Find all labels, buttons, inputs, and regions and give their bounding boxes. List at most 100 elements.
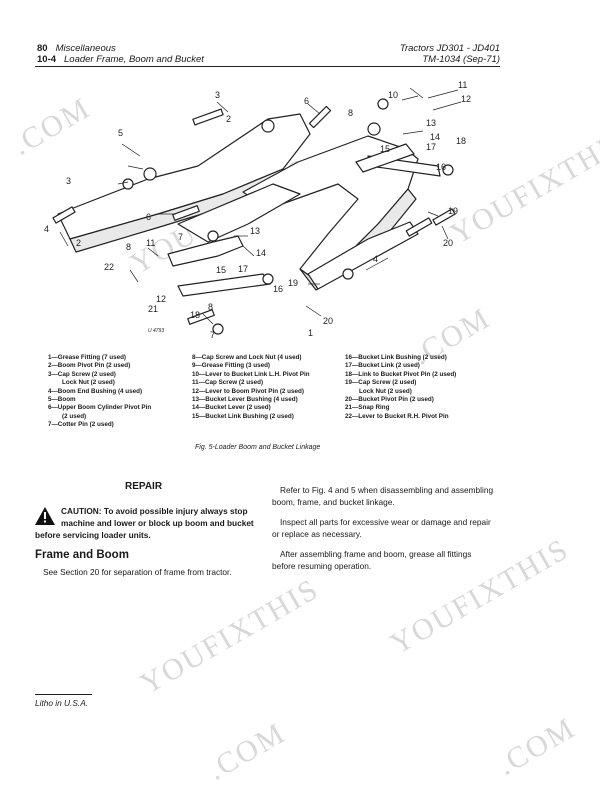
legend-item: 22—Lever to Bucket R.H. Pivot Pin [345,412,449,420]
legend-column-2: 8—Cap Screw and Lock Nut (4 used) 9—Grea… [192,354,310,421]
legend-item: 2—Boom Pivot Pin (2 used) [48,362,131,370]
lower-arm [307,221,419,290]
callout: 18 [190,310,200,320]
legend-item: 8—Cap Screw and Lock Nut (4 used) [192,354,302,361]
frame-boom-text: See Section 20 for separation of frame f… [43,567,232,577]
callout: 20 [443,238,453,248]
legend-item: 18—Link to Bucket Pivot Pin (2 used) [345,370,457,378]
repair-paragraph-1: Refer to Fig. 4 and 5 when disassembling… [272,485,494,507]
page-footer: Litho in U.S.A. [35,698,89,708]
section-number: 10-4 [37,54,57,65]
callout: 22 [104,262,114,272]
callout: 17 [426,142,436,152]
callout: 11 [146,238,155,248]
bushing [261,119,275,133]
plate-id: U 4793 [148,328,164,334]
callout: 4 [44,224,49,234]
callout: 1 [308,328,313,338]
legend-item: 17—Bucket Link (2 used) [345,362,420,370]
callout: 19 [288,278,298,288]
legend-item: 12—Lever to Boom Pivot Pin (2 used) [192,387,304,395]
callout: 8 [208,302,213,312]
bucket-link-left [177,273,271,297]
legend-item: 13—Bucket Lever Bushing (4 used) [192,396,298,404]
callout: 13 [250,226,260,236]
footer-divider [35,694,92,695]
callout: 18 [456,136,466,146]
link-pin-left [187,309,215,325]
legend-item: 20—Bucket Pivot Pin (2 used) [345,396,434,404]
link-pin-right [432,208,456,226]
warning-icon [35,507,55,525]
lever-pin [192,108,224,126]
upper-pin-right [308,105,332,129]
caution-notice: CAUTION: To avoid possible injury always… [35,505,257,541]
callout: 12 [156,294,166,304]
bushing [207,230,219,242]
legend-column-3: 16—Bucket Link Bushing (2 used) 17—Bucke… [345,354,456,421]
bushing [262,273,274,285]
legend-item: 19—Cap Screw (2 used) [345,379,417,387]
legend-item: 4—Boom End Bushing (4 used) [48,387,143,395]
callout: 8 [126,242,131,252]
callout: 5 [118,128,123,138]
section-title: Miscellaneous [55,43,116,54]
header-divider [35,66,500,67]
repair-heading: REPAIR [125,481,163,492]
callout: 2 [76,238,81,248]
callout: 6 [304,96,309,106]
bucket-pivot-pin [405,217,433,237]
legend-item: 16—Bucket Link Bushing (2 used) [345,354,447,361]
callout: 10 [388,90,398,100]
callout: 4 [373,254,378,264]
boom-pivot-pin [52,206,76,224]
loader-linkage-figure: 4 2 3 5 6 7 3 2 6 8 10 11 12 13 14 15 16… [44,80,471,340]
page-number: 80 [37,43,48,54]
callout: 14 [256,248,266,258]
watermark: .COM [492,711,582,782]
manual-number: TM-1034 (Sep-71) [422,54,500,65]
legend-item: 14—Bucket Lever (2 used) [192,404,271,412]
callout: 21 [148,304,158,314]
callout: 13 [426,118,436,128]
legend-item: 10—Lever to Bucket Link L.H. Pivot Pin [192,370,310,378]
legend-item: 9—Grease Fitting (3 used) [192,362,271,370]
callout: 6 [146,212,151,222]
bushing [367,122,381,136]
legend-item: 6—Upper Boom Cylinder Pivot Pin [48,404,152,412]
upper-cylinder-pin [172,205,200,221]
page-header-left: 80 Miscellaneous 10-4 Loader Frame, Boom a… [37,43,204,65]
callout: 7 [210,330,215,340]
legend-item: Lock Nut (2 used) [359,387,412,395]
callout: 16 [273,284,283,294]
models-label: Tractors JD301 - JD401 [399,43,500,54]
subsection-title: Loader Frame, Boom and Bucket [64,54,204,65]
legend-item: 3—Cap Screw (2 used) [48,370,116,378]
bushing [212,323,224,335]
callout: 7 [178,232,183,242]
legend-column-1: 1—Grease Fitting (7 used) 2—Boom Pivot P… [48,354,151,430]
callout: 16 [436,162,446,172]
callout: 15 [216,265,226,275]
frame-boom-heading: Frame and Boom [35,549,129,561]
legend-item: Lock Nut (2 used) [62,379,115,387]
bushing [122,178,134,190]
legend-item: 1—Grease Fitting (7 used) [48,354,127,361]
legend-item: 11—Cap Screw (2 used) [192,379,264,387]
callout: 3 [66,176,71,186]
watermark: .COM [202,716,292,787]
cross-frame [177,183,301,243]
legend-item: 7—Cotter Pin (2 used) [48,421,114,429]
callout: 20 [323,316,333,326]
bushing [442,164,454,176]
bucket-lever-right [355,143,415,173]
callout: 19 [448,206,458,216]
callout: 3 [215,90,220,100]
callout: 2 [226,114,231,124]
legend-item: 15—Bucket Link Bushing (2 used) [192,412,294,420]
bushing [377,98,389,110]
callout: 11 [458,80,467,90]
legend-item: (2 used) [62,412,87,420]
legend-item: 5—Boom [48,396,76,404]
callout: 12 [461,94,471,104]
